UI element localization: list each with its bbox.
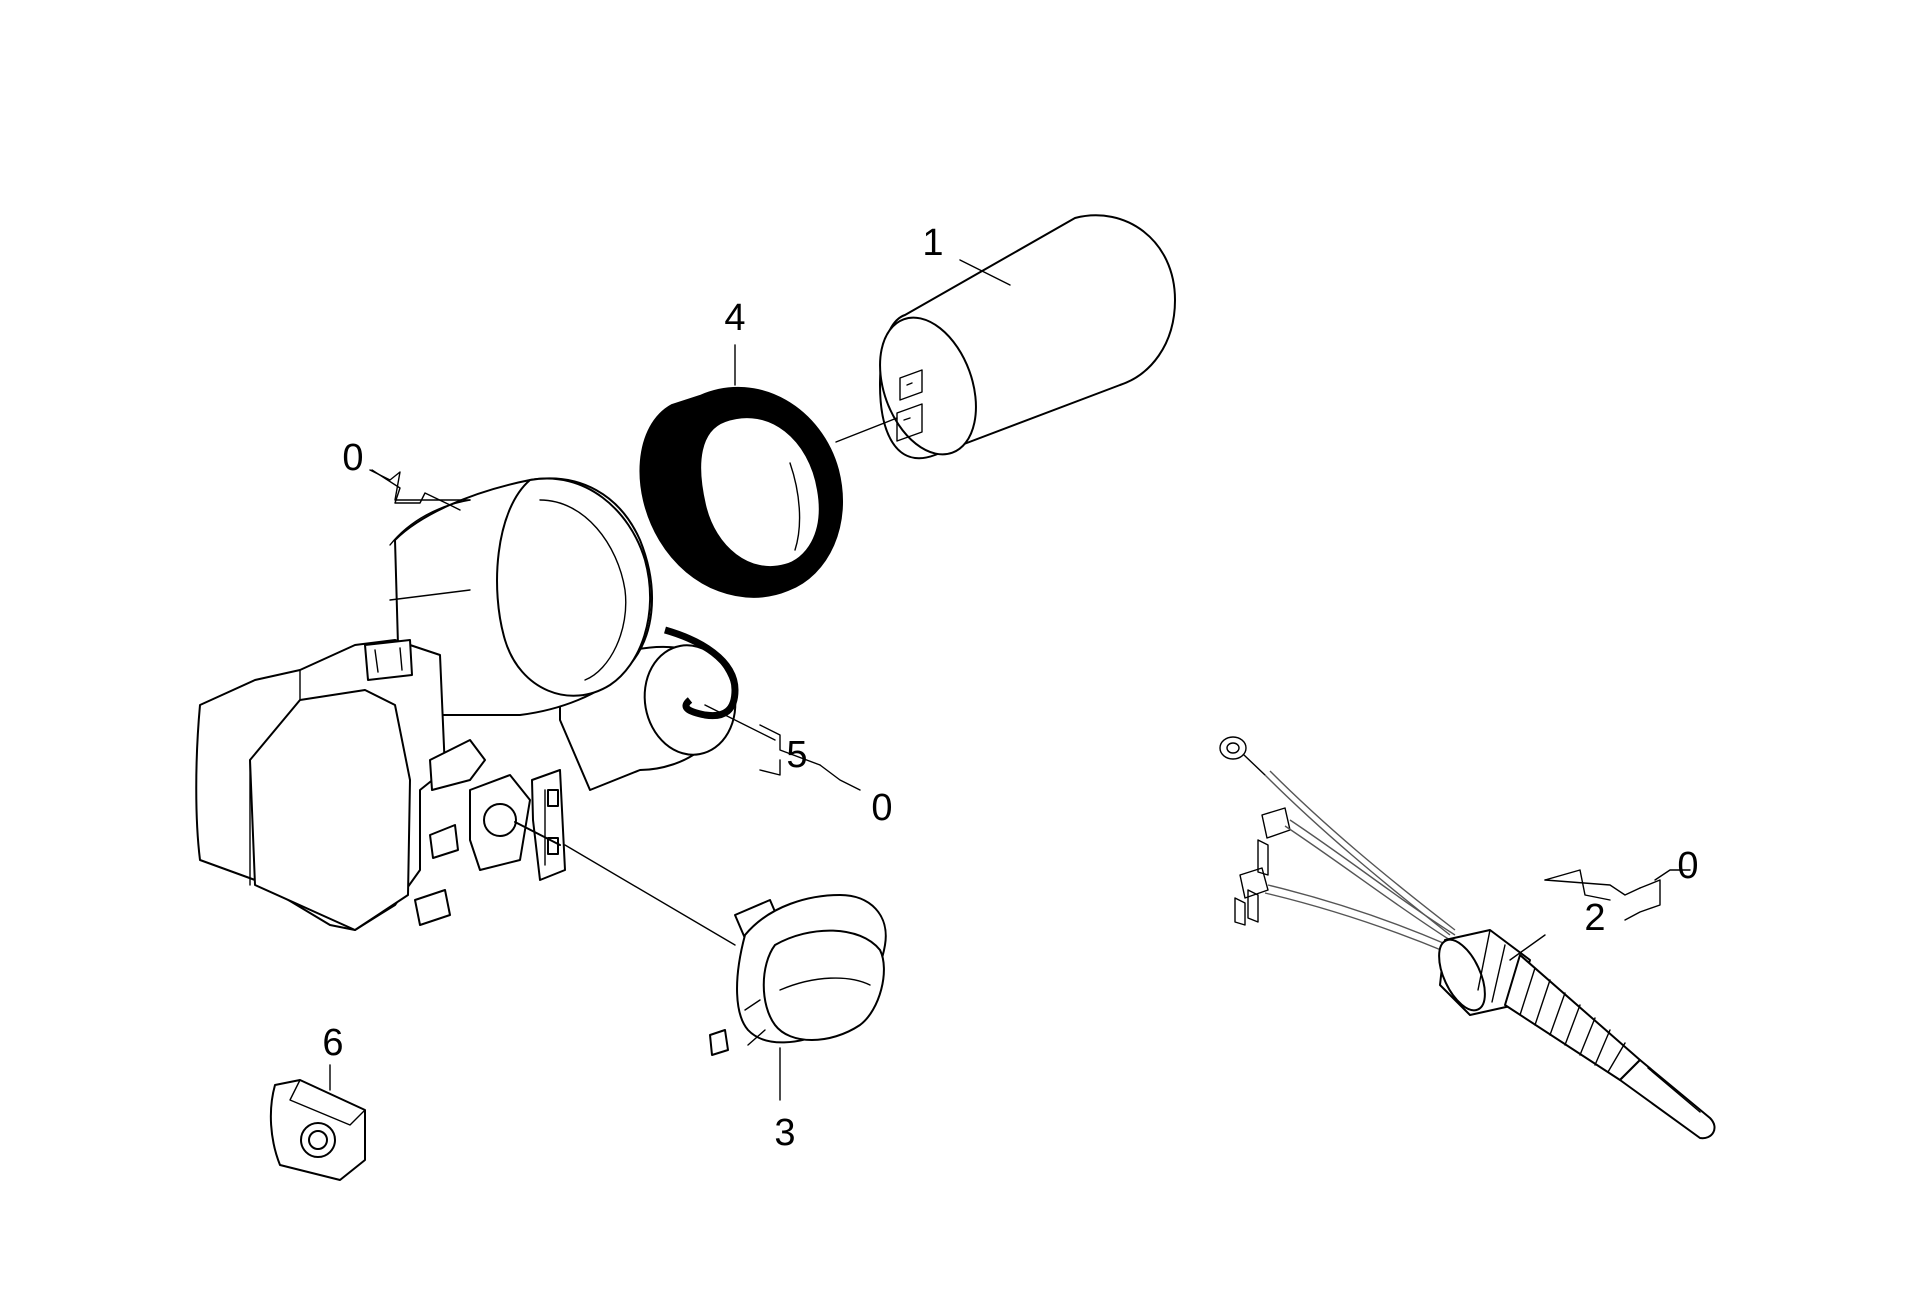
capacitor-terminal-lower bbox=[896, 403, 923, 442]
rotary-switch[interactable] bbox=[564, 844, 887, 1056]
callout-1: 1 bbox=[922, 222, 943, 264]
grommet[interactable] bbox=[269, 1079, 366, 1181]
callout-0-cable: 0 bbox=[1677, 845, 1698, 887]
callout-2: 2 bbox=[1584, 897, 1605, 939]
callout-3: 3 bbox=[774, 1112, 795, 1154]
callout-5: 5 bbox=[786, 734, 807, 776]
cable-bellows bbox=[1504, 954, 1641, 1081]
spade-terminals bbox=[1234, 807, 1291, 926]
ring-terminal bbox=[1219, 736, 1266, 776]
callout-0-seal: 0 bbox=[871, 787, 892, 829]
rubber-seal-ring[interactable] bbox=[639, 386, 843, 598]
leader-lines bbox=[329, 259, 1691, 1101]
capacitor[interactable] bbox=[835, 214, 1176, 467]
motor-assembly[interactable] bbox=[195, 477, 744, 931]
cable-harness[interactable] bbox=[1219, 736, 1716, 1140]
o-ring[interactable] bbox=[664, 626, 739, 720]
callout-4: 4 bbox=[724, 297, 745, 339]
callout-0-motor: 0 bbox=[342, 437, 363, 479]
callout-labels: 1 4 0 5 0 3 6 2 0 bbox=[322, 222, 1698, 1154]
capacitor-terminal-upper bbox=[899, 369, 923, 401]
callout-6: 6 bbox=[322, 1022, 343, 1064]
